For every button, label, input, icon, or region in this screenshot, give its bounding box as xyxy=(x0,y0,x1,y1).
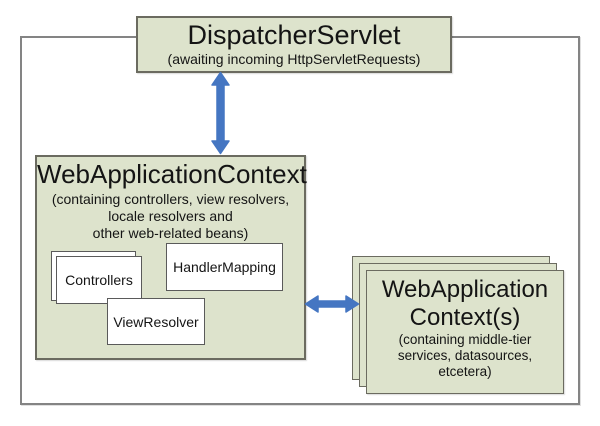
root-web-application-contexts-box: WebApplication Context(s) (containing mi… xyxy=(366,270,564,394)
handler-mapping-box: HandlerMapping xyxy=(166,243,283,291)
root-contexts-subtitle-line-2: services, datasources, xyxy=(397,348,533,363)
root-contexts-subtitle-line-3: etcetera) xyxy=(438,364,492,379)
web-application-context-subtitle-line-2: locale resolvers and xyxy=(108,208,233,224)
dispatcher-servlet-subtitle: (awaiting incoming HttpServletRequests) xyxy=(167,51,421,67)
dispatcher-servlet-box: DispatcherServlet (awaiting incoming Htt… xyxy=(136,16,452,73)
web-application-context-subtitle-line-1: (containing controllers, view resolvers, xyxy=(51,191,290,207)
dispatcher-servlet-title: DispatcherServlet xyxy=(187,20,401,50)
root-contexts-title-line-1: WebApplication xyxy=(381,276,549,303)
view-resolver-box: ViewResolver xyxy=(107,298,205,345)
dispatcher-to-webcontext-arrow-icon xyxy=(211,71,230,155)
controllers-box: Controllers xyxy=(56,256,142,304)
controllers-label: Controllers xyxy=(65,272,133,288)
root-contexts-subtitle-line-1: (containing middle-tier xyxy=(398,332,532,347)
webcontext-to-rootcontext-arrow-icon xyxy=(304,295,360,313)
web-application-context-subtitle-line-3: other web-related beans) xyxy=(92,225,249,241)
web-application-context-title: WebApplicationContext xyxy=(37,159,307,189)
handler-mapping-label: HandlerMapping xyxy=(173,259,276,275)
root-contexts-title-line-2: Context(s) xyxy=(409,304,521,331)
view-resolver-label: ViewResolver xyxy=(113,313,199,330)
